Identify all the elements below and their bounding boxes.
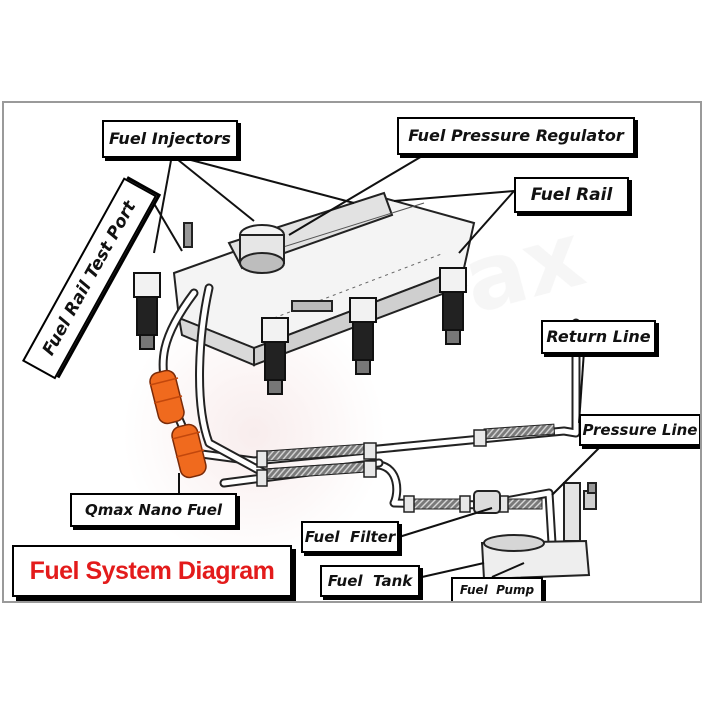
- label-fuel-tank: Fuel Tank: [320, 565, 420, 597]
- fuel-tank-body: [480, 482, 597, 581]
- fuel-filter-body: [473, 490, 501, 514]
- label-fuel-pump: Fuel Pump: [451, 577, 543, 601]
- label-pressure-line: Pressure Line: [579, 414, 700, 446]
- label-return-line: Return Line: [541, 320, 656, 354]
- fuel-rail: [172, 191, 476, 367]
- label-qmax-nano-fuel: Qmax Nano Fuel: [70, 493, 237, 527]
- qmax-nano-fuel-units: [149, 369, 207, 479]
- fuel-lines: [158, 283, 581, 548]
- injectors: [133, 267, 467, 395]
- diagram-title: Fuel System Diagram: [12, 545, 292, 597]
- label-fuel-filter: Fuel Filter: [301, 521, 399, 553]
- svg-text:ax: ax: [453, 202, 595, 334]
- label-fuel-injectors: Fuel Injectors: [102, 120, 238, 158]
- fittings: [256, 429, 509, 513]
- label-fuel-pressure-regulator: Fuel Pressure Regulator: [397, 117, 635, 155]
- leader-lines: [148, 148, 605, 578]
- label-fuel-rail: Fuel Rail: [514, 177, 629, 213]
- diagram-frame: ax: [2, 101, 702, 603]
